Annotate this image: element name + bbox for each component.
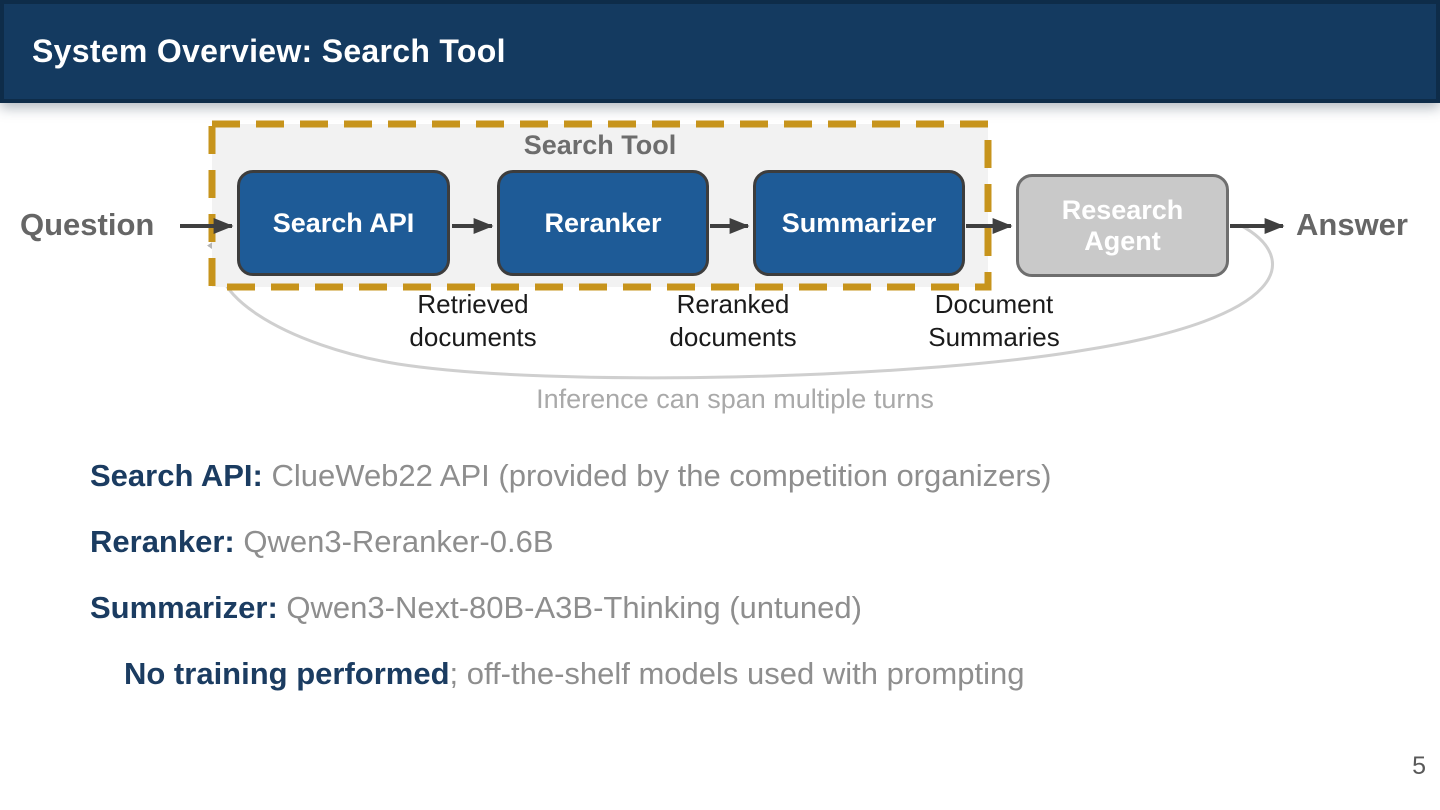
bullet-no-training: No training performed; off-the-shelf mod… bbox=[90, 652, 1410, 696]
bullet-list: Search API: ClueWeb22 API (provided by t… bbox=[90, 454, 1410, 718]
bullet-summarizer-desc: Qwen3-Next-80B-A3B-Thinking (untuned) bbox=[277, 590, 862, 625]
edge-label-document-summaries: Document Summaries bbox=[928, 289, 1060, 352]
node-summarizer-label: Summarizer bbox=[781, 207, 937, 238]
page-title: System Overview: Search Tool bbox=[32, 33, 506, 69]
bullet-search-api-desc: ClueWeb22 API (provided by the competiti… bbox=[262, 458, 1052, 493]
question-label: Question bbox=[20, 207, 155, 242]
node-research-agent-label-line1: Research bbox=[1061, 195, 1184, 226]
bullet-summarizer: Summarizer: Qwen3-Next-80B-A3B-Thinking … bbox=[90, 586, 1410, 630]
search-tool-label: Search Tool bbox=[523, 130, 677, 160]
node-search-api-label: Search API bbox=[272, 207, 415, 238]
bullet-search-api: Search API: ClueWeb22 API (provided by t… bbox=[90, 454, 1410, 498]
bullet-reranker: Reranker: Qwen3-Reranker-0.6B bbox=[90, 520, 1410, 564]
edge-label-retrieved-documents: Retrieved documents bbox=[409, 289, 537, 352]
multi-turn-caption: Inference can span multiple turns bbox=[536, 384, 934, 414]
multi-turn-loop-arrow bbox=[207, 223, 1274, 380]
bullet-no-training-desc: ; off-the-shelf models used with prompti… bbox=[449, 656, 1025, 691]
node-research-agent-label-line2: Agent bbox=[1084, 225, 1161, 256]
node-search-api: Search API bbox=[237, 170, 450, 276]
bullet-summarizer-term: Summarizer: bbox=[90, 590, 278, 625]
edge-label-reranked-documents: Reranked documents bbox=[669, 289, 797, 352]
node-research-agent: Research Agent bbox=[1016, 174, 1229, 277]
page-number: 5 bbox=[1412, 752, 1426, 780]
bullet-reranker-desc: Qwen3-Reranker-0.6B bbox=[234, 524, 554, 559]
node-reranker-label: Reranker bbox=[544, 207, 662, 238]
node-reranker: Reranker bbox=[497, 170, 709, 276]
slide-header: System Overview: Search Tool bbox=[0, 0, 1440, 103]
node-summarizer: Summarizer bbox=[753, 170, 965, 276]
bullet-no-training-term: No training performed bbox=[124, 656, 450, 691]
answer-label: Answer bbox=[1296, 207, 1408, 242]
bullet-reranker-term: Reranker: bbox=[90, 524, 235, 559]
bullet-search-api-term: Search API: bbox=[90, 458, 263, 493]
